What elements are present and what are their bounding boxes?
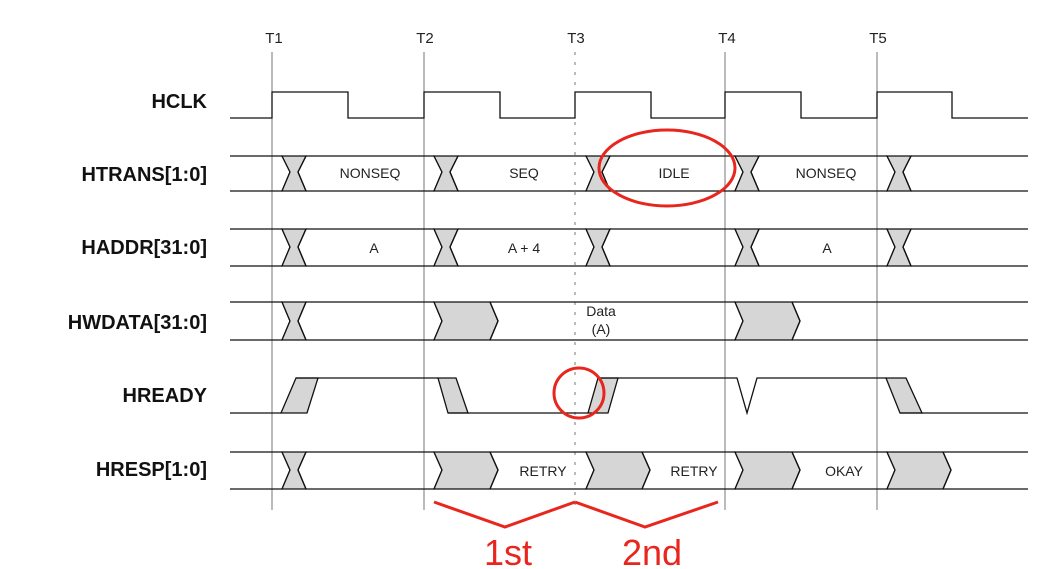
annotation-second: 2nd <box>622 532 682 569</box>
signal-labels: HCLK HTRANS[1:0] HADDR[31:0] HWDATA[31:0… <box>68 91 208 481</box>
hclk-wave <box>230 91 1028 119</box>
time-marker-t1: T1 <box>265 30 283 47</box>
haddr-value-a-1: A <box>369 240 379 256</box>
signal-label-hclk: HCLK <box>151 91 207 113</box>
htrans-value-seq: SEQ <box>509 165 539 181</box>
time-marker-t3: T3 <box>567 30 585 47</box>
first-retry-brace <box>433 500 576 529</box>
hready-highlight-circle <box>552 366 606 420</box>
annotation-first: 1st <box>484 532 532 569</box>
annotations: 1st 2nd <box>433 128 737 569</box>
htrans-value-nonseq-1: NONSEQ <box>340 165 401 181</box>
haddr-value-a-plus-4: A + 4 <box>508 240 541 256</box>
signal-label-hwdata: HWDATA[31:0] <box>68 312 207 334</box>
second-retry-brace <box>574 500 719 529</box>
time-markers: T1 T2 T3 T4 T5 <box>265 30 887 47</box>
hwdata-wave: Data (A) <box>230 301 1028 341</box>
hresp-wave: RETRY RETRY OKAY <box>230 451 1028 490</box>
hresp-value-okay: OKAY <box>825 463 864 479</box>
hwdata-value-data: Data <box>586 303 616 319</box>
time-guides <box>271 52 878 510</box>
hresp-value-retry-2: RETRY <box>670 463 718 479</box>
hresp-value-retry-1: RETRY <box>519 463 567 479</box>
time-marker-t2: T2 <box>416 30 434 47</box>
signal-label-hready: HREADY <box>123 385 208 407</box>
signal-label-hresp: HRESP[1:0] <box>96 459 207 481</box>
signal-label-htrans: HTRANS[1:0] <box>81 164 207 186</box>
time-marker-t4: T4 <box>718 30 736 47</box>
signal-label-haddr: HADDR[31:0] <box>81 237 207 259</box>
haddr-wave: A A + 4 A <box>230 228 1028 267</box>
time-marker-t5: T5 <box>869 30 887 47</box>
hready-wave <box>230 377 1028 416</box>
hwdata-value-a: (A) <box>592 321 611 337</box>
htrans-wave: NONSEQ SEQ IDLE NONSEQ <box>230 155 1028 192</box>
haddr-value-a-2: A <box>822 240 832 256</box>
htrans-value-nonseq-2: NONSEQ <box>796 165 857 181</box>
idle-highlight-ellipse <box>597 128 737 208</box>
htrans-value-idle: IDLE <box>658 165 689 181</box>
